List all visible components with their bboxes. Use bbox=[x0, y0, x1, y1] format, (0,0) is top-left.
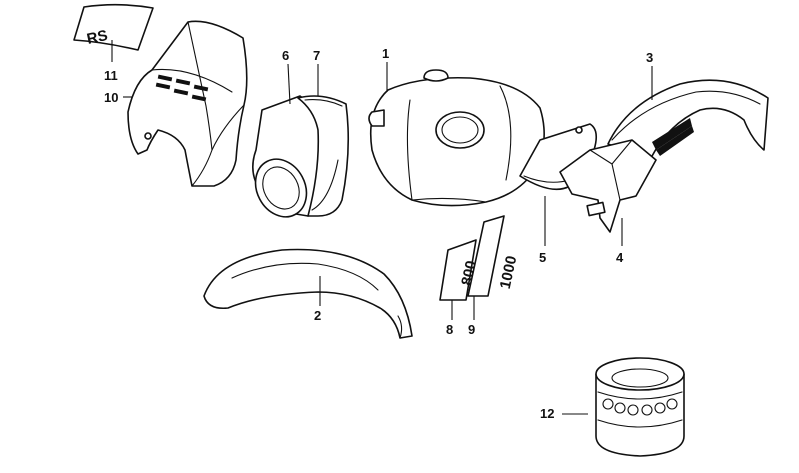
part-headlight-cowl bbox=[252, 95, 323, 218]
part-filter-cartridge bbox=[595, 357, 685, 457]
callout-6: 6 bbox=[282, 48, 289, 63]
callout-2: 2 bbox=[314, 308, 321, 323]
decal-1000-text: 1000 bbox=[497, 254, 521, 290]
callout-7: 7 bbox=[313, 48, 320, 63]
part-fairing bbox=[127, 20, 248, 187]
part-headlight-cowl-inner bbox=[297, 95, 350, 217]
callout-10: 10 bbox=[104, 90, 118, 105]
callout-11: 11 bbox=[104, 68, 118, 83]
callout-3: 3 bbox=[646, 50, 653, 65]
callout-9: 9 bbox=[468, 322, 475, 337]
part-rear-mudguard bbox=[607, 79, 769, 161]
callout-5: 5 bbox=[539, 250, 546, 265]
part-fuel-tank bbox=[368, 69, 545, 207]
badge-text: RS bbox=[85, 27, 109, 48]
callout-1: 1 bbox=[382, 46, 389, 61]
part-fairing-badge: RS bbox=[73, 3, 154, 51]
part-rear-mudguard-bracket bbox=[559, 139, 657, 233]
callout-8: 8 bbox=[446, 322, 453, 337]
part-decal-1000: 1000 bbox=[467, 215, 521, 297]
part-front-mudguard bbox=[203, 248, 413, 339]
callout-4: 4 bbox=[616, 250, 624, 265]
callout-12: 12 bbox=[540, 406, 554, 421]
